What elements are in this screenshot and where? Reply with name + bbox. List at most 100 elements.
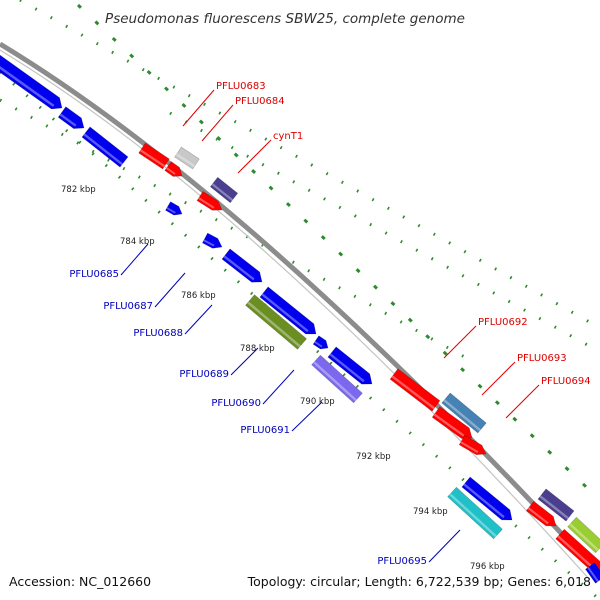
- gene-label: PFLU0684: [235, 96, 285, 107]
- gene-label: PFLU0683: [216, 81, 266, 92]
- label-leader-lines: [120, 89, 540, 563]
- gene-arrow-blue: [165, 201, 183, 216]
- gene-label: PFLU0691: [240, 425, 290, 436]
- gene-arrow-cyan: [447, 486, 503, 540]
- gene-arrow-blue: [585, 562, 600, 584]
- gene-arrow-red: [389, 368, 441, 412]
- tick-label: 784 kbp: [120, 237, 155, 247]
- gene-arrow-lime: [567, 516, 600, 554]
- gene-arrow-red: [138, 142, 170, 170]
- gene-arrow-blue: [312, 335, 329, 350]
- dotted-guide-line: [169, 111, 600, 354]
- accession-text: Accession: NC_012660: [9, 574, 151, 589]
- topology-text: Topology: circular; Length: 6,722,539 bp…: [247, 574, 591, 589]
- gene-arrow-blue-shine: [0, 66, 55, 107]
- map-title: Pseudomonas fluorescens SBW25, complete …: [105, 11, 465, 27]
- gene-arrow-blue-shine: [329, 353, 365, 383]
- label-leader-line: [120, 243, 149, 276]
- gene-arrow-gray-shine: [175, 153, 196, 168]
- tick-label: 790 kbp: [300, 397, 335, 407]
- gene-arrow-blue: [201, 232, 223, 249]
- gene-label: PFLU0690: [211, 398, 261, 409]
- gene-arrow-steelblue: [441, 392, 487, 434]
- tick-label: 792 kbp: [356, 452, 391, 462]
- gene-label: PFLU0694: [541, 376, 591, 387]
- gene-arrow-blue-shine: [203, 239, 215, 247]
- gene-label: PFLU0689: [179, 369, 229, 380]
- gene-arrow-red: [196, 190, 223, 211]
- gene-label: PFLU0688: [133, 328, 183, 339]
- gene-label: PFLU0685: [69, 269, 119, 280]
- gene-label: PFLU0693: [517, 353, 567, 364]
- gene-arrow-red: [458, 434, 487, 456]
- gene-arrow-purple: [311, 354, 363, 404]
- gene-label: cynT1: [273, 131, 303, 142]
- label-leader-line: [481, 361, 516, 396]
- gene-arrow-red-shine: [139, 149, 166, 168]
- gene-arrow-slate-shine: [211, 183, 233, 201]
- gene-arrow-blue: [461, 476, 513, 521]
- gene-arrow-red-shine: [198, 197, 215, 209]
- gene-arrow-red: [164, 161, 183, 177]
- gene-label: PFLU0692: [478, 317, 528, 328]
- label-leader-line: [201, 104, 234, 142]
- gene-arrow-blue: [221, 248, 263, 283]
- gene-features: [0, 54, 600, 584]
- gene-arrow-gray: [174, 146, 200, 170]
- gene-arrow-blue-shine: [166, 207, 176, 214]
- gene-arrow-blue-shine: [59, 113, 77, 127]
- label-leader-line: [262, 369, 295, 405]
- gene-arrow-blue: [327, 346, 373, 385]
- tick-guide-line: [76, 3, 600, 502]
- gene-arrow-slate: [209, 176, 239, 204]
- gene-arrow-blue: [57, 106, 85, 129]
- label-leader-line: [428, 529, 461, 563]
- gene-arrow-steelblue-shine: [443, 399, 481, 432]
- gene-arrow-red-shine: [166, 167, 176, 175]
- gene-arrow-blue-shine: [587, 566, 599, 582]
- gene-arrow-purple-shine: [313, 361, 357, 402]
- gene-arrow-blue: [0, 54, 63, 110]
- gene-arrow-blue: [259, 286, 317, 335]
- label-leader-line: [237, 139, 272, 174]
- tick-label: 786 kbp: [181, 291, 216, 301]
- label-leader-line: [505, 384, 540, 419]
- gene-arrow-blue-shine: [314, 341, 323, 348]
- dotted-guide-line: [0, 98, 471, 362]
- label-leader-line: [184, 304, 213, 335]
- gene-arrow-lime-shine: [569, 523, 599, 551]
- label-leader-line: [291, 401, 323, 432]
- gene-arrow-slate: [537, 488, 575, 522]
- gene-arrow-red-shine: [460, 441, 479, 453]
- gene-arrow-red: [525, 500, 557, 527]
- gene-arrow-blue-shine: [463, 483, 505, 519]
- label-leader-line: [154, 272, 186, 308]
- tick-label: 782 kbp: [61, 185, 96, 195]
- gene-arrow-red: [431, 406, 473, 439]
- tick-label: 794 kbp: [413, 507, 448, 517]
- gene-arrow-blue-shine: [83, 133, 123, 166]
- gene-arrow-red-shine: [527, 507, 549, 525]
- gene-label: PFLU0695: [377, 556, 427, 567]
- gene-arrow-slate-shine: [539, 495, 569, 520]
- gene-arrow-olive-shine: [247, 301, 301, 348]
- genome-backbone: [0, 41, 600, 581]
- label-leader-line: [443, 325, 477, 359]
- gene-arrow-blue-shine: [223, 255, 255, 281]
- gene-arrow-red-shine: [391, 375, 435, 410]
- label-leader-line: [230, 347, 259, 376]
- gene-arrow-olive: [245, 294, 307, 350]
- gene-labels: PFLU0683PFLU0684cynT1PFLU0692PFLU0693PFL…: [69, 81, 590, 567]
- gene-arrow-red-shine: [433, 413, 465, 437]
- gene-arrow-blue-shine: [261, 293, 309, 333]
- label-leader-line: [182, 89, 215, 127]
- gene-label: PFLU0687: [103, 301, 153, 312]
- backbone-outer: [0, 41, 600, 577]
- backbone-inner: [0, 49, 591, 581]
- tick-label: 796 kbp: [470, 562, 505, 572]
- gene-arrow-blue: [81, 126, 129, 168]
